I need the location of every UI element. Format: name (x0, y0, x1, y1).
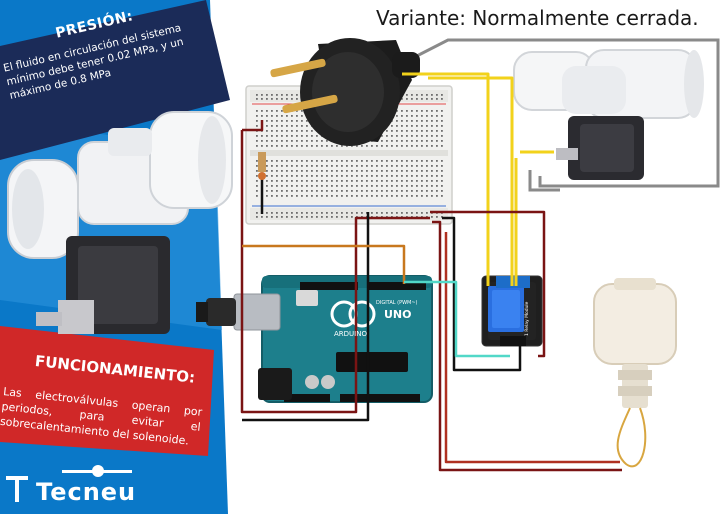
wire-sensor-lead (616, 407, 647, 468)
brand-name: Tecneu (36, 478, 136, 506)
wire-darkred-4 (432, 220, 622, 472)
variant-title: Variante: Normalmente cerrada. (376, 6, 699, 30)
wire-yellow-2 (428, 76, 514, 286)
left-solenoid-valve-icon (7, 111, 233, 334)
wire-orange-1 (242, 244, 406, 284)
brand-name-text: ecneu (50, 478, 137, 506)
operation-box (0, 326, 214, 456)
wire-yellow-1 (402, 72, 490, 286)
brand-logo-letter: T (36, 478, 51, 506)
usb-cable-icon (196, 298, 236, 326)
relay-module-icon (481, 275, 543, 347)
arduino-board-icon (233, 275, 433, 403)
wiring (240, 72, 647, 472)
wire-grey-top (404, 38, 720, 188)
wire-darkred-3 (240, 130, 430, 414)
plug-icon (270, 38, 420, 146)
tecneu-logo-icon (6, 465, 132, 502)
wire-darkred-2 (242, 120, 264, 132)
wire-black-2 (242, 212, 370, 422)
wire-orange-2 (444, 232, 620, 464)
wire-darkred-1 (430, 210, 546, 358)
right-solenoid-valve-icon (513, 49, 704, 180)
wire-black-3 (442, 216, 522, 372)
wire-grey-valve (528, 170, 560, 192)
wire-cyan (404, 280, 510, 358)
float-sensor-icon (593, 278, 677, 408)
pressure-box (0, 0, 230, 160)
